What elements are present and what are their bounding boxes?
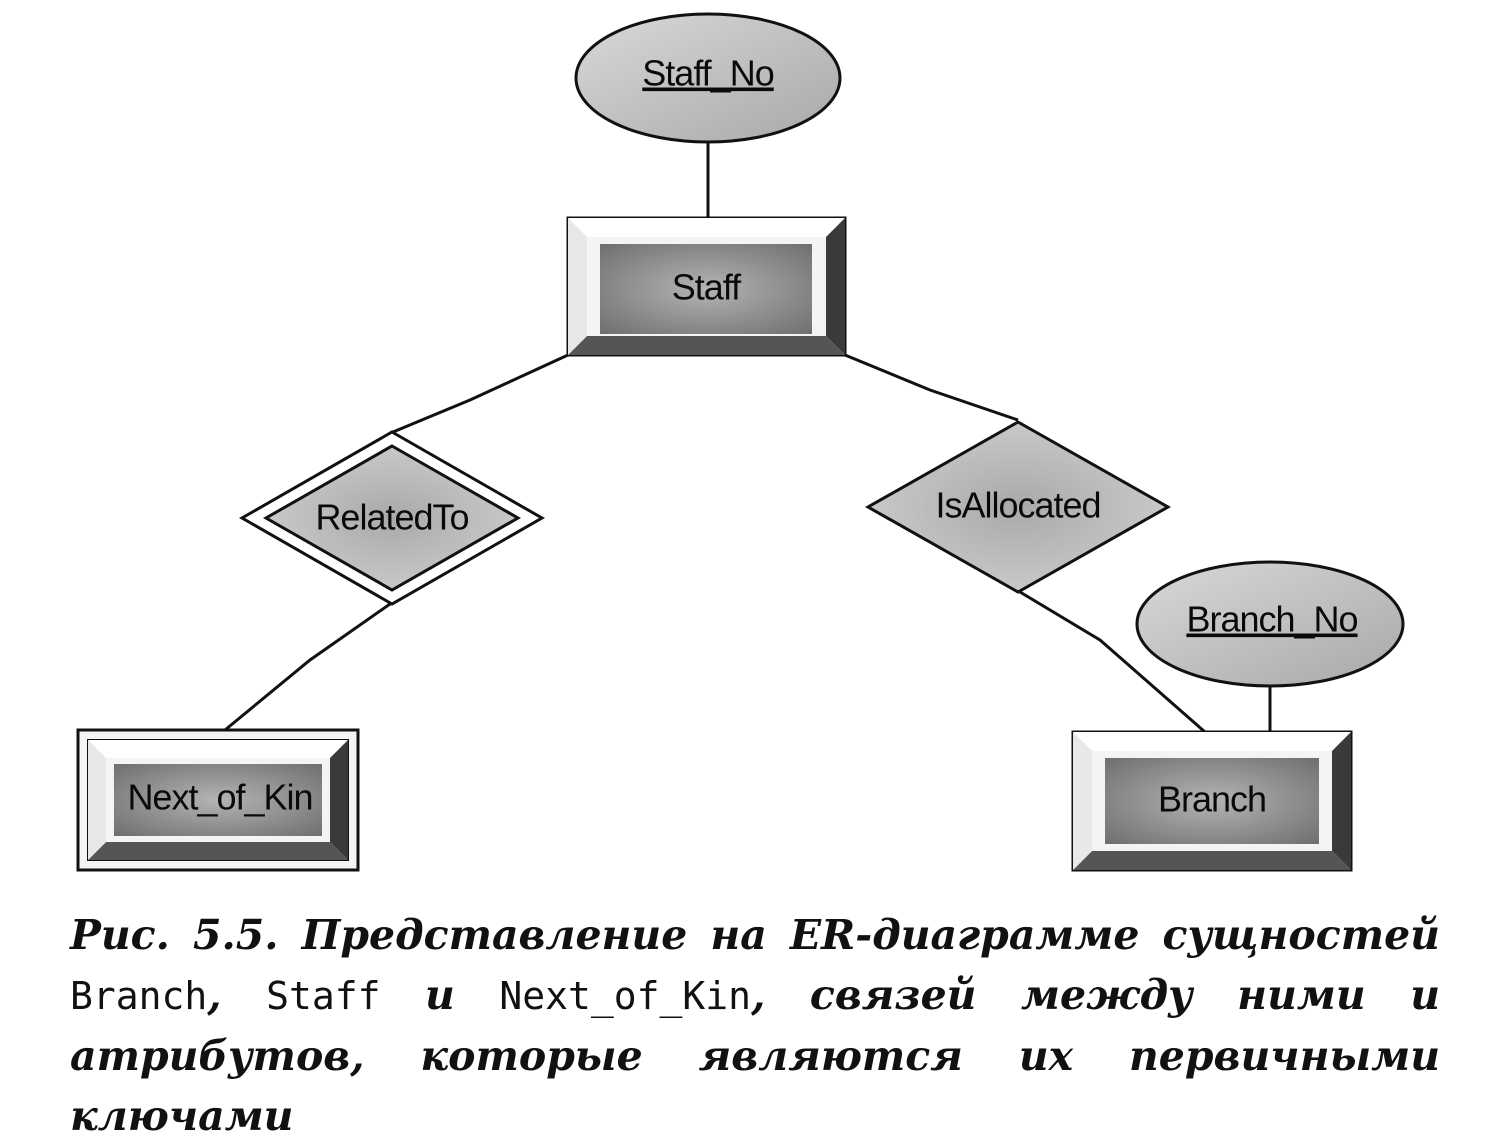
- line-relatedto-nextofkin: [224, 602, 391, 732]
- attribute-staff-no: Staff_No: [574, 12, 842, 144]
- relationship-is-allocated: IsAllocated: [864, 420, 1172, 594]
- attribute-branch-no-label: Branch_No: [1186, 599, 1357, 640]
- attribute-branch-no: Branch_No: [1135, 560, 1405, 688]
- entity-staff-label: Staff: [672, 267, 742, 308]
- caption-separator: ,: [207, 971, 222, 1019]
- line-staff-relatedto: [392, 353, 569, 434]
- caption-label: Рис. 5.5. Представление на ER-диаграмме …: [70, 911, 1440, 959]
- caption-conjunction: и: [425, 971, 455, 1019]
- relationship-related-to-label: RelatedTo: [315, 497, 468, 538]
- relationship-related-to: RelatedTo: [238, 430, 546, 606]
- line-isallocated-branch: [1019, 590, 1206, 734]
- entity-next-of-kin: Next_of_Kin: [76, 728, 360, 872]
- er-diagram: Staff_No Staff RelatedTo IsAllocated Bra…: [76, 12, 1405, 872]
- figure-caption: Рис. 5.5. Представление на ER-диаграмме …: [70, 905, 1440, 1146]
- caption-entity-branch: Branch: [70, 974, 208, 1018]
- caption-entity-next-of-kin: Next_of_Kin: [499, 974, 752, 1018]
- entity-branch-label: Branch: [1158, 779, 1266, 820]
- attribute-staff-no-label: Staff_No: [642, 53, 773, 94]
- entity-next-of-kin-label: Next_of_Kin: [127, 777, 312, 818]
- relationship-is-allocated-label: IsAllocated: [935, 485, 1100, 526]
- line-staff-isallocated: [844, 353, 1019, 422]
- entity-branch: Branch: [1071, 730, 1353, 872]
- caption-entity-staff: Staff: [266, 974, 381, 1018]
- connector-lines: [224, 140, 1272, 734]
- entity-staff: Staff: [566, 216, 847, 357]
- caption-rest: , связей между ними и атрибутов, которые…: [70, 971, 1441, 1140]
